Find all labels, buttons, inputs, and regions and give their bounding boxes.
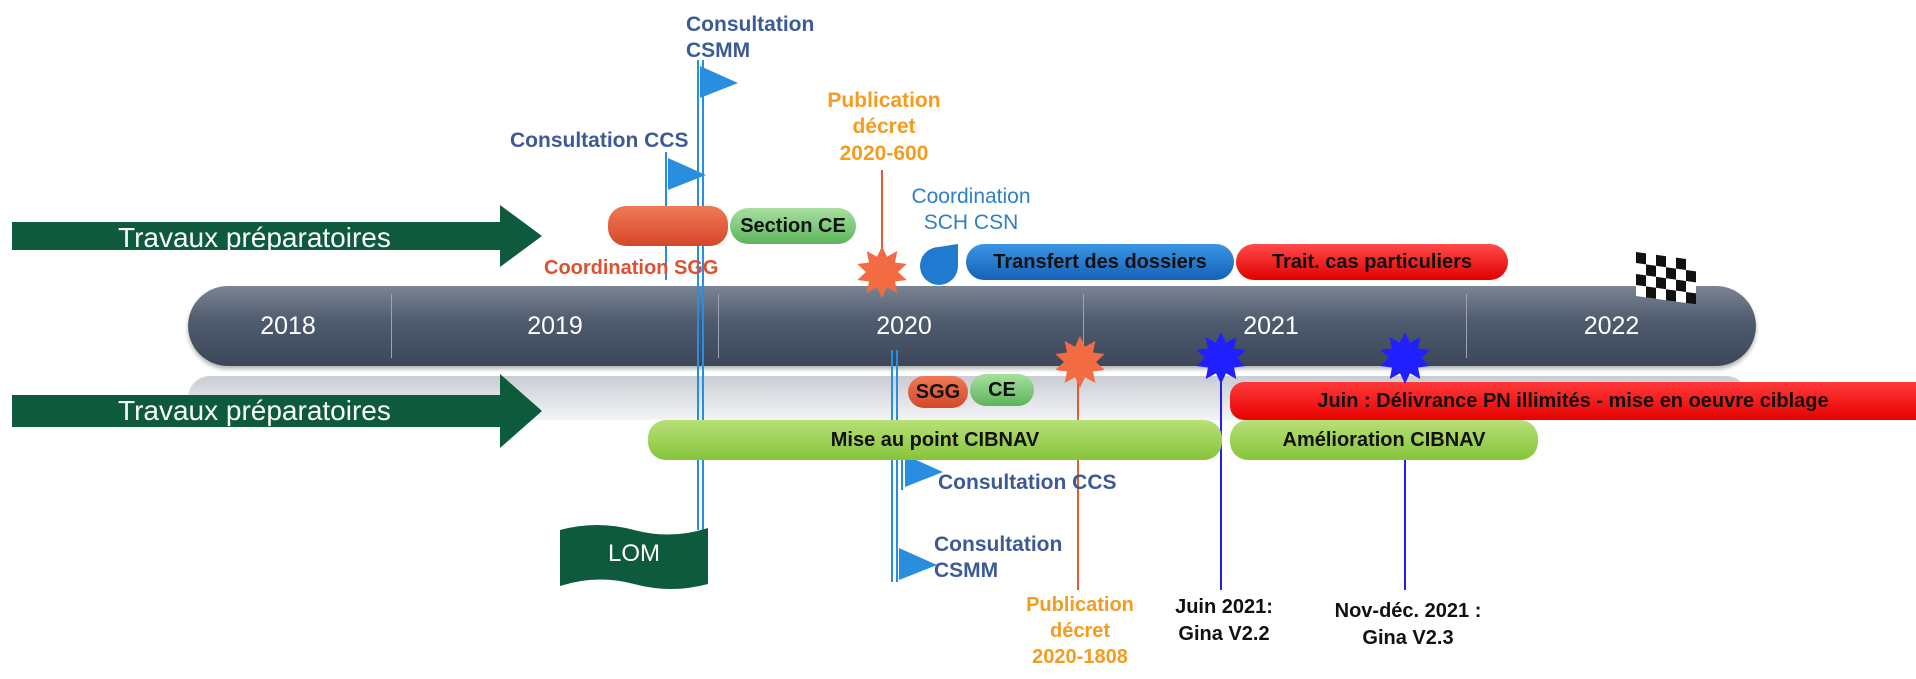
arrow-top bbox=[12, 205, 542, 267]
arrow-bottom bbox=[12, 374, 542, 448]
section-ce-bar: Section CE bbox=[730, 208, 856, 244]
ce-bar: CE bbox=[970, 374, 1034, 406]
year-separator bbox=[718, 294, 719, 358]
flag-csmm-top bbox=[700, 66, 738, 98]
star-decret-600 bbox=[857, 246, 907, 298]
year-separator bbox=[1466, 294, 1467, 358]
label-consultation-csmm-top: Consultation CSMM bbox=[686, 13, 815, 63]
label-consultation-ccs-bottom: Consultation CCS bbox=[938, 471, 1117, 494]
year-separator bbox=[391, 294, 392, 358]
lom-banner bbox=[560, 525, 708, 589]
year-2018: 2018 bbox=[260, 311, 316, 340]
star-decret-1808 bbox=[1055, 336, 1105, 388]
flag-ccs-top bbox=[668, 158, 706, 190]
label-consultation-ccs-top: Consultation CCS bbox=[510, 129, 689, 152]
star-gina-v22 bbox=[1196, 332, 1246, 384]
flag-csmm-bottom bbox=[899, 548, 937, 580]
transfert-bar: Transfert des dossiers bbox=[966, 244, 1234, 280]
year-2022: 2022 bbox=[1583, 311, 1640, 340]
label-juin-2021: Juin 2021: Gina V2.2 bbox=[1175, 596, 1273, 645]
arrow-top-label: Travaux préparatoires bbox=[118, 222, 391, 253]
finish-flag-icon bbox=[1636, 252, 1696, 305]
star-gina-v23 bbox=[1380, 332, 1430, 384]
label-coordination-sch: Coordination SCH CSN bbox=[911, 185, 1031, 235]
label-coordination-sgg: Coordination SGG bbox=[544, 257, 719, 279]
lom-label: LOM bbox=[607, 540, 660, 567]
flag-ccs-bottom bbox=[905, 455, 943, 487]
drop-icon bbox=[920, 244, 958, 285]
arrow-bottom-label: Travaux préparatoires bbox=[118, 395, 391, 426]
label-nov-dec-2021: Nov-déc. 2021 : Gina V2.3 bbox=[1334, 600, 1482, 649]
label-publication-600: Publication décret 2020-600 bbox=[827, 89, 941, 165]
label-publication-1808: Publication décret 2020-1808 bbox=[1026, 594, 1134, 668]
amelioration-bar: Amélioration CIBNAV bbox=[1230, 420, 1538, 460]
year-2021: 2021 bbox=[1243, 311, 1299, 340]
coordination-sgg-bar bbox=[608, 206, 728, 246]
juin-delivrance-bar: Juin : Délivrance PN illimités - mise en… bbox=[1230, 382, 1916, 420]
year-2020: 2020 bbox=[876, 311, 932, 340]
mise-au-point-bar: Mise au point CIBNAV bbox=[648, 420, 1222, 460]
label-consultation-csmm-bottom: Consultation CSMM bbox=[934, 533, 1063, 583]
year-2019: 2019 bbox=[527, 311, 583, 340]
timeline-bar: 2018 2019 2020 2021 2022 bbox=[188, 286, 1756, 366]
sgg-bar: SGG bbox=[908, 376, 968, 408]
trait-bar: Trait. cas particuliers bbox=[1236, 244, 1508, 280]
year-separator bbox=[1083, 294, 1084, 358]
